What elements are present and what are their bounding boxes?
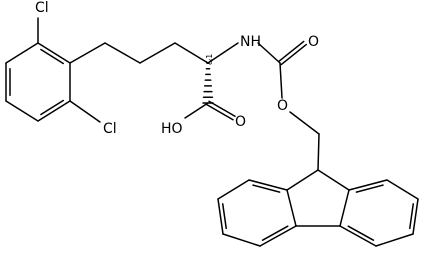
carbamate-c-o-bond bbox=[279, 62, 283, 99]
fluorene-bond bbox=[286, 189, 297, 227]
chain-bond bbox=[69, 42, 106, 64]
ring-bond bbox=[386, 179, 419, 200]
aromatic-inner-bond bbox=[355, 184, 384, 193]
nh-label: NH bbox=[240, 34, 261, 50]
bonds bbox=[5, 17, 419, 247]
c-o-double-bond bbox=[206, 103, 234, 121]
carbamate-c-o-double-bond bbox=[278, 40, 305, 63]
aromatic-inner-bond bbox=[347, 225, 375, 241]
chain-bond bbox=[174, 42, 209, 64]
ring-bond bbox=[248, 179, 288, 191]
ring-bond bbox=[5, 100, 39, 122]
aromatic-inner-bond bbox=[261, 225, 289, 241]
carbamate-c-o-double-bond bbox=[280, 43, 307, 66]
fluorene-bond bbox=[317, 169, 350, 191]
oxygen-acid-label: O bbox=[235, 114, 246, 130]
oxygen-carbamate-label: O bbox=[308, 34, 319, 50]
c-oh-bond bbox=[184, 102, 209, 119]
fluorene-bond bbox=[339, 189, 350, 227]
ring-bond bbox=[37, 100, 71, 122]
chain-bond bbox=[139, 42, 176, 64]
stereo-descriptor: &1 bbox=[205, 54, 214, 65]
chlorine-bottom-label: Cl bbox=[103, 121, 117, 137]
ch2-ch-bond bbox=[317, 133, 320, 171]
aromatic-inner-bond bbox=[221, 203, 227, 230]
c-cl-bond-bottom bbox=[69, 100, 101, 123]
ring-bond bbox=[259, 225, 297, 247]
ring-bond bbox=[217, 179, 250, 200]
ring-bond bbox=[412, 198, 419, 235]
ring-bond bbox=[222, 233, 261, 247]
o-ch2-bond bbox=[289, 111, 320, 135]
ring-bond bbox=[339, 225, 377, 247]
chlorine-top-label: Cl bbox=[35, 0, 49, 16]
aromatic-inner-bond bbox=[409, 203, 415, 230]
ring-bond bbox=[217, 198, 224, 235]
aromatic-inner-bond bbox=[252, 184, 281, 193]
aromatic-inner-bond bbox=[40, 48, 65, 65]
ring-bond bbox=[37, 42, 71, 64]
c-o-double-bond bbox=[208, 100, 236, 118]
fluorene-bond bbox=[286, 169, 319, 191]
c-n-bond bbox=[207, 42, 239, 64]
aromatic-inner-bond bbox=[40, 99, 65, 116]
chain-bond bbox=[104, 42, 141, 64]
ring-bond bbox=[375, 233, 414, 247]
ring-bond bbox=[5, 42, 39, 64]
ring-bond bbox=[348, 179, 388, 191]
hydroxyl-label: HO bbox=[161, 121, 183, 137]
oxygen-ester-label: O bbox=[277, 98, 288, 114]
atom-labels: Cl Cl NH O O HO O &1 bbox=[35, 0, 319, 137]
n-c-bond bbox=[257, 42, 281, 64]
